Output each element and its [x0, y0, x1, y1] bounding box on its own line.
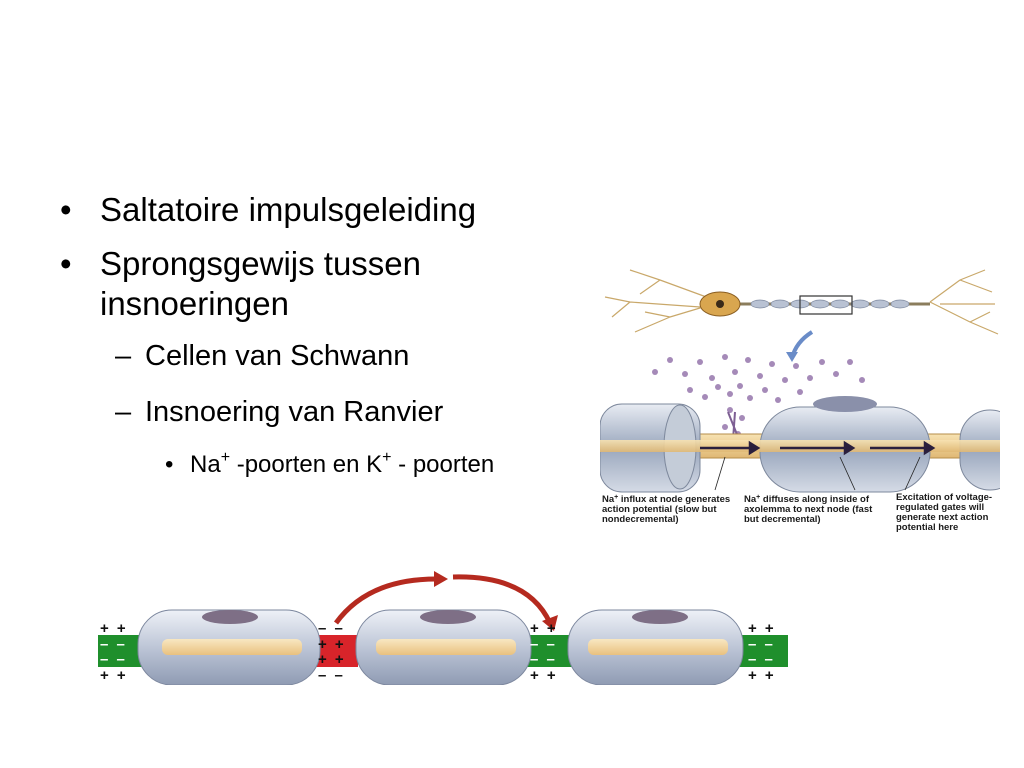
jump-arrows [333, 574, 553, 625]
current-arrows [700, 440, 936, 456]
k-plus: + [382, 449, 392, 466]
subsubbullet-poorten: • Na+ -poorten en K+ - poorten [60, 450, 620, 480]
caption-pointers [714, 456, 921, 491]
subbullet-text: Cellen van Schwann [145, 340, 410, 372]
bullet-text: Saltatoire impulsgeleiding [100, 191, 477, 228]
charge-red-bot: – – [318, 667, 345, 684]
caption-excitation: Excitation of voltage-regulated gates wi… [896, 492, 993, 533]
saltatory-conduction-illustration [600, 269, 1000, 493]
dash-marker: – [115, 340, 132, 372]
jump-arrow-head-1 [434, 571, 448, 587]
charge-right-top: + + [748, 620, 776, 637]
bullet-sprongsgewijs: • Sprongsgewijs tussen insnoeringen [60, 244, 620, 324]
subbullet-ranvier: – Insnoering van Ranvier [60, 394, 620, 430]
schwann-cell-1 [137, 609, 321, 685]
charge-green2-bot: + + [530, 667, 558, 684]
charge-red-mid2: + + [318, 651, 346, 668]
charge-green2-mid2: – – [530, 651, 557, 668]
bullet-marker: • [165, 451, 174, 478]
node-right [738, 635, 788, 667]
caption-na-influx: Na+ influx at node generates action pote… [602, 494, 731, 525]
charge-red-mid1: + + [318, 636, 346, 653]
bullet-saltatoire: • Saltatoire impulsgeleiding [60, 190, 620, 230]
bullet-marker: • [60, 245, 72, 282]
na-text: Na [190, 451, 221, 478]
bullet-text-line1: Sprongsgewijs tussen [100, 245, 422, 282]
neuron-drawing [604, 269, 999, 335]
charge-right-bot: + + [748, 667, 776, 684]
poorten-text-end: - poorten [391, 451, 495, 478]
charge-green2-mid1: – – [530, 636, 557, 653]
subbullet-text: Insnoering van Ranvier [145, 396, 444, 428]
bullet-marker: • [60, 191, 72, 228]
charge-right-mid2: – – [748, 651, 775, 668]
poorten-text: -poorten en K [230, 451, 383, 478]
charge-left-mid1: – – [100, 636, 127, 653]
neuron-nucleus [716, 300, 724, 308]
caption-na-diffuses: Na+ diffuses along inside of axolemma to… [744, 494, 873, 525]
charge-left-mid2: – – [100, 651, 127, 668]
dash-marker: – [115, 396, 132, 428]
bullet-list: • Saltatoire impulsgeleiding • Sprongsge… [60, 190, 620, 480]
na-plus: + [220, 449, 231, 466]
charge-right-mid1: – – [748, 636, 775, 653]
schwann-cell-2 [355, 609, 532, 685]
zoom-box [799, 295, 853, 315]
bullet-text-line2: insnoeringen [100, 285, 289, 322]
charge-left-top: + + [100, 620, 128, 637]
charge-red-top: – – [318, 620, 345, 637]
jump-arrow-head-2 [542, 615, 558, 631]
myelin-beads [750, 299, 910, 309]
ranvier-nodes-illustration [98, 571, 788, 685]
schwann-cell-3 [567, 609, 744, 685]
subbullet-schwann: – Cellen van Schwann [60, 338, 620, 374]
charge-green2-top: + + [530, 620, 558, 637]
charge-left-bot: + + [100, 667, 128, 684]
